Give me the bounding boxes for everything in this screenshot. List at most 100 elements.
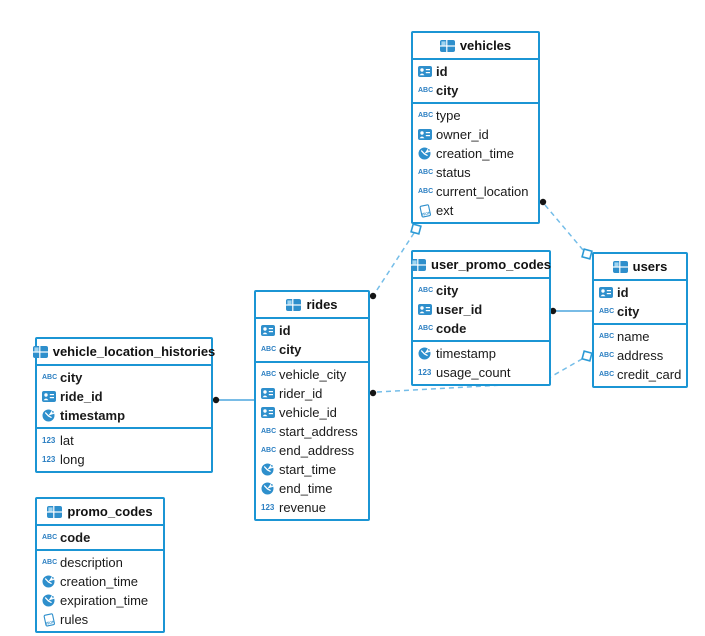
json-icon: JSON (418, 203, 436, 218)
table-header-user_promo_codes[interactable]: user_promo_codes (411, 252, 551, 279)
abc-icon: ABC (599, 352, 615, 359)
column-row-ride_id: ride_id (37, 387, 211, 406)
column-row-usage_count: 123 usage_count (413, 363, 549, 382)
number-icon: 123 (261, 503, 275, 512)
table-grid-icon (612, 260, 628, 273)
column-label: city (436, 283, 459, 298)
table-grid-icon (32, 345, 48, 358)
column-label: timestamp (436, 346, 496, 361)
column-label: status (436, 165, 471, 180)
column-label: current_location (436, 184, 529, 199)
abc-icon: ABC (261, 447, 277, 454)
relationship-dot-endpoint (369, 389, 377, 397)
column-label: city (279, 342, 302, 357)
column-label: code (60, 530, 91, 545)
relationship-square-endpoint (410, 223, 422, 235)
column-label: revenue (279, 500, 326, 515)
column-label: rules (60, 612, 89, 627)
column-row-vehicle_id: vehicle_id (256, 403, 368, 422)
column-row-id: id (256, 321, 368, 340)
abc-icon: ABC (599, 308, 615, 315)
number-icon: 123 (418, 368, 432, 377)
json-icon: JSON (42, 612, 60, 627)
column-label: lat (60, 433, 74, 448)
column-row-creation_time: creation_time (37, 572, 163, 591)
uuid-icon (418, 129, 436, 140)
uuid-icon (599, 287, 617, 298)
abc-icon: ABC (418, 188, 434, 195)
number-icon: 123 (42, 436, 56, 445)
column-row-timestamp: timestamp (413, 344, 549, 363)
column-row-creation_time: creation_time (413, 144, 538, 163)
column-label: end_address (279, 443, 355, 458)
column-label: address (617, 348, 664, 363)
table-header-promo_codes[interactable]: promo_codes (37, 499, 163, 526)
column-row-id: id (413, 62, 538, 81)
uuid-icon (261, 388, 279, 399)
column-label: end_time (279, 481, 333, 496)
column-label: name (617, 329, 650, 344)
column-label: city (617, 304, 640, 319)
clock-icon (261, 463, 279, 476)
column-label: ride_id (60, 389, 103, 404)
abc-icon: ABC (42, 374, 58, 381)
uuid-icon (418, 304, 436, 315)
column-row-timestamp: timestamp (37, 406, 211, 425)
column-label: code (436, 321, 467, 336)
column-label: vehicle_city (279, 367, 347, 382)
abc-icon: ABC (599, 371, 615, 378)
column-row-rider_id: rider_id (256, 384, 368, 403)
relationship-dot-endpoint (539, 198, 547, 206)
column-label: creation_time (60, 574, 139, 589)
column-label: expiration_time (60, 593, 149, 608)
relationship-square-endpoint (581, 248, 593, 260)
uuid-icon (42, 391, 60, 402)
column-label: ext (436, 203, 454, 218)
column-label: description (60, 555, 123, 570)
column-row-end_time: end_time (256, 479, 368, 498)
relationship-line-vehicles-users (544, 204, 584, 251)
column-label: user_id (436, 302, 483, 317)
column-label: timestamp (60, 408, 126, 423)
table-header-vehicles[interactable]: vehicles (413, 33, 538, 60)
column-row-expiration_time: expiration_time (37, 591, 163, 610)
column-row-rules: JSON rules (37, 610, 163, 629)
abc-icon: ABC (261, 371, 277, 378)
abc-icon: ABC (42, 559, 58, 566)
column-label: id (436, 64, 448, 79)
table-header-rides[interactable]: rides (256, 292, 368, 319)
svg-text:JSON: JSON (45, 619, 56, 625)
column-label: usage_count (436, 365, 511, 380)
column-label: id (279, 323, 291, 338)
table-header-vehicle_location_histories[interactable]: vehicle_location_histories (32, 339, 215, 366)
table-header-users[interactable]: users (594, 254, 686, 281)
relationship-dot-endpoint (369, 292, 377, 300)
